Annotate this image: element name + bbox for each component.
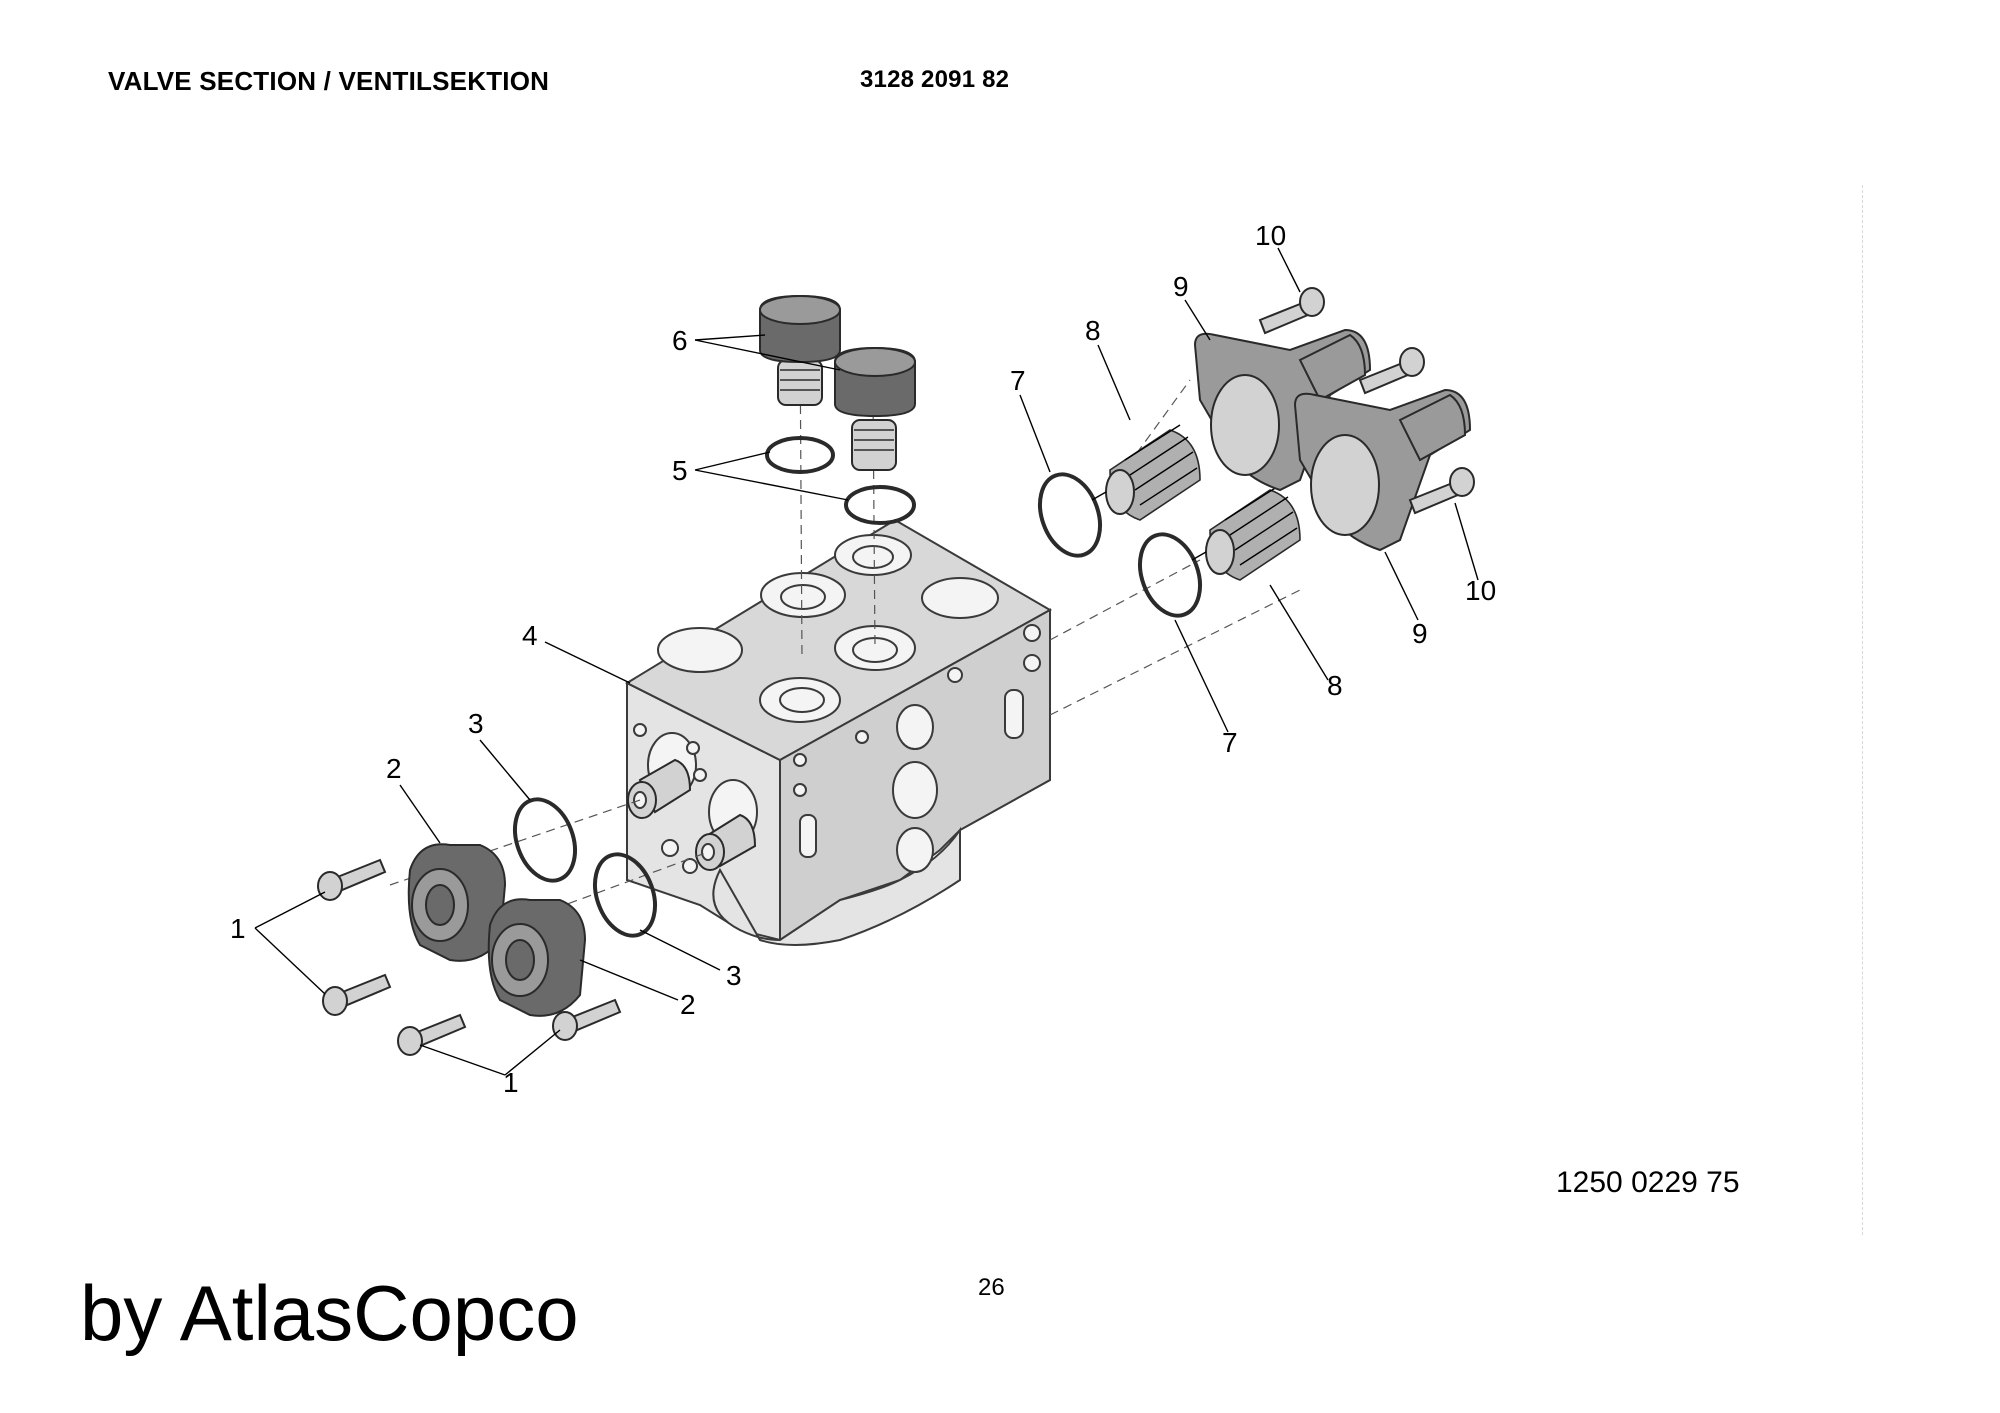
page-number: 26 <box>978 1274 1005 1301</box>
callout-8-bottom: 8 <box>1327 670 1343 701</box>
callout-3-top: 3 <box>468 708 484 739</box>
callout-9-top: 9 <box>1173 271 1189 302</box>
flange-2a <box>407 843 507 962</box>
callout-3-bottom: 3 <box>726 960 742 991</box>
callout-10-top: 10 <box>1255 220 1286 251</box>
callout-8-top: 8 <box>1085 315 1101 346</box>
page-title: VALVE SECTION / VENTILSEKTION <box>108 66 550 96</box>
o-ring-7a <box>1038 472 1102 558</box>
callout-10-bottom: 10 <box>1465 575 1496 606</box>
top-ports <box>657 534 999 723</box>
valve-block <box>624 518 1053 946</box>
side-holes <box>793 624 1041 873</box>
callout-1-bottom: 1 <box>503 1067 519 1098</box>
drawing-number: 1250 0229 75 <box>1556 1166 1740 1199</box>
flange-screw-1b <box>322 973 392 1016</box>
flange-screw-1c <box>397 1013 467 1056</box>
callout-5: 5 <box>672 455 688 486</box>
callout-2-top: 2 <box>386 753 402 784</box>
spring-cartridge-2 <box>1191 484 1301 581</box>
o-ring-7b <box>1138 532 1202 618</box>
callout-6: 6 <box>672 325 688 356</box>
flange-screw-1a <box>317 858 387 901</box>
cover-2 <box>1293 388 1472 552</box>
callout-2-bottom: 2 <box>680 989 696 1020</box>
cover-screw-10a <box>1258 287 1325 335</box>
flange-2b <box>487 898 587 1017</box>
o-ring-5a <box>765 436 835 474</box>
plug-2 <box>834 346 916 471</box>
o-ring-5b <box>844 485 916 525</box>
o-ring-3b <box>593 852 657 938</box>
callout-9-bottom: 9 <box>1412 618 1428 649</box>
cover-screw-10b <box>1358 347 1425 395</box>
watermark-text: by AtlasCopco <box>80 1269 579 1357</box>
front-ports <box>627 723 758 874</box>
cover-screw-10c <box>1408 467 1475 515</box>
leader-lines <box>254 247 1479 1076</box>
flange-screw-1d <box>552 998 622 1041</box>
callout-4: 4 <box>522 620 538 651</box>
spring-cartridge-1 <box>1091 424 1201 521</box>
callout-labels: 1 1 2 2 3 3 4 5 6 7 7 8 8 9 9 10 10 <box>230 220 1496 1098</box>
margin-guide <box>1862 185 1863 1235</box>
callout-1-left: 1 <box>230 913 246 944</box>
cover-1 <box>1193 328 1372 492</box>
part-number: 3128 2091 82 <box>860 66 1010 93</box>
o-ring-3a <box>513 797 577 883</box>
callout-7-bottom: 7 <box>1222 727 1238 758</box>
plug-1 <box>759 294 841 406</box>
callout-7-top: 7 <box>1010 365 1026 396</box>
